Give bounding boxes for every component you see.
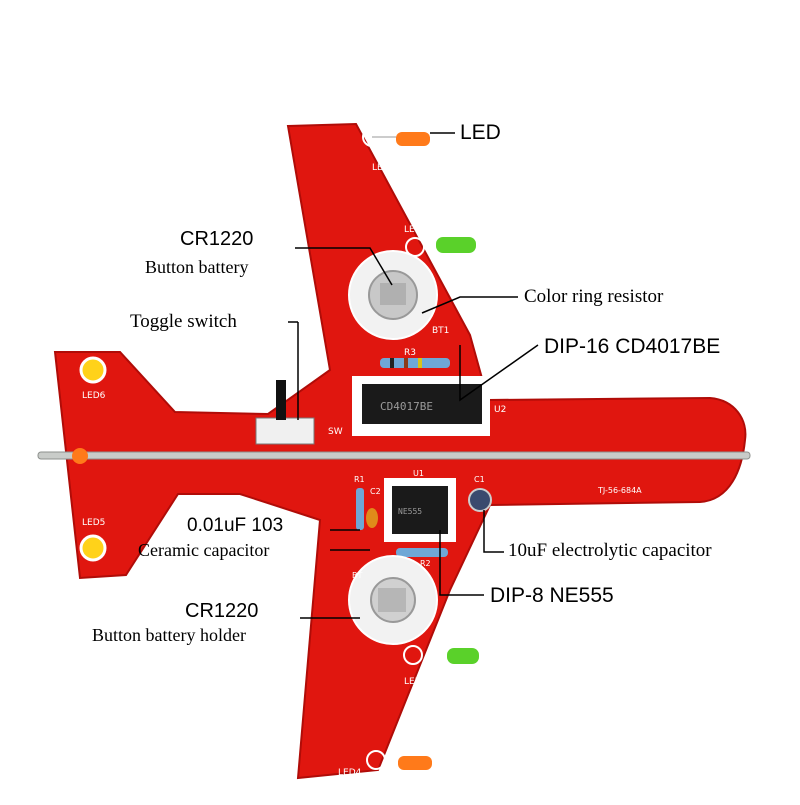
metal-rod [37, 451, 751, 460]
callout-electrolytic: 10uF electrolytic capacitor [508, 540, 712, 561]
led1-orange [362, 127, 430, 147]
callout-button-battery: Button battery [145, 257, 249, 277]
resistor-r2 [396, 548, 448, 557]
led6-yellow [79, 356, 107, 384]
callout-button-battery-holder: Button battery holder [92, 625, 246, 645]
led-tail-orange [72, 448, 88, 464]
led3-green [403, 645, 479, 665]
callout-dip16: DIP-16 CD4017BE [544, 335, 721, 358]
silk-u1: U1 [413, 469, 424, 478]
callout-led: LED [460, 121, 501, 144]
callout-cr1220-battery: CR1220 [180, 228, 254, 250]
callout-cr1220-holder: CR1220 [185, 600, 259, 622]
silk-led1: LED1 [372, 163, 395, 173]
silk-r2: R2 [420, 559, 431, 568]
battery-bt1 [348, 250, 438, 340]
resistor-r3 [380, 358, 450, 368]
silk-r1: R1 [354, 475, 365, 484]
callout-color-ring-resistor: Color ring resistor [524, 286, 664, 307]
ic16-marking: CD4017BE [380, 400, 433, 413]
silk-c1: C1 [474, 475, 485, 484]
resistor-r1 [356, 488, 364, 530]
silk-sw: SW [328, 427, 343, 437]
ic8-marking: NE555 [398, 507, 422, 516]
callout-capacitor-value: 0.01uF 103 [187, 515, 284, 536]
capacitor-c1 [468, 488, 492, 512]
battery-holder-bt [348, 555, 438, 645]
silk-led6: LED6 [82, 391, 106, 401]
led5-yellow [79, 534, 107, 562]
led4-orange [366, 750, 432, 770]
silk-r3: R3 [404, 348, 416, 358]
ic-ne555: NE555 [384, 478, 456, 542]
callout-toggle-switch: Toggle switch [130, 311, 237, 332]
ic-cd4017be: CD4017BE [352, 376, 490, 436]
silk-led2: LED2 [404, 225, 427, 235]
silk-bt1: BT1 [432, 326, 449, 336]
silk-led5: LED5 [82, 518, 105, 528]
silk-c2: C2 [370, 487, 381, 496]
callout-ceramic-capacitor: Ceramic capacitor [138, 540, 270, 560]
toggle-switch [255, 380, 315, 445]
silk-board-code: TJ-56-684A [597, 486, 642, 495]
pcb-board [53, 122, 747, 780]
capacitor-c2 [366, 508, 378, 528]
callout-dip8: DIP-8 NE555 [490, 584, 614, 607]
callout-lines [288, 132, 539, 619]
silk-u2: U2 [494, 405, 506, 415]
silk-led3: LED3 [404, 677, 427, 687]
silk-bt: BT [352, 571, 362, 580]
silk-led4: LED4 [338, 768, 362, 778]
